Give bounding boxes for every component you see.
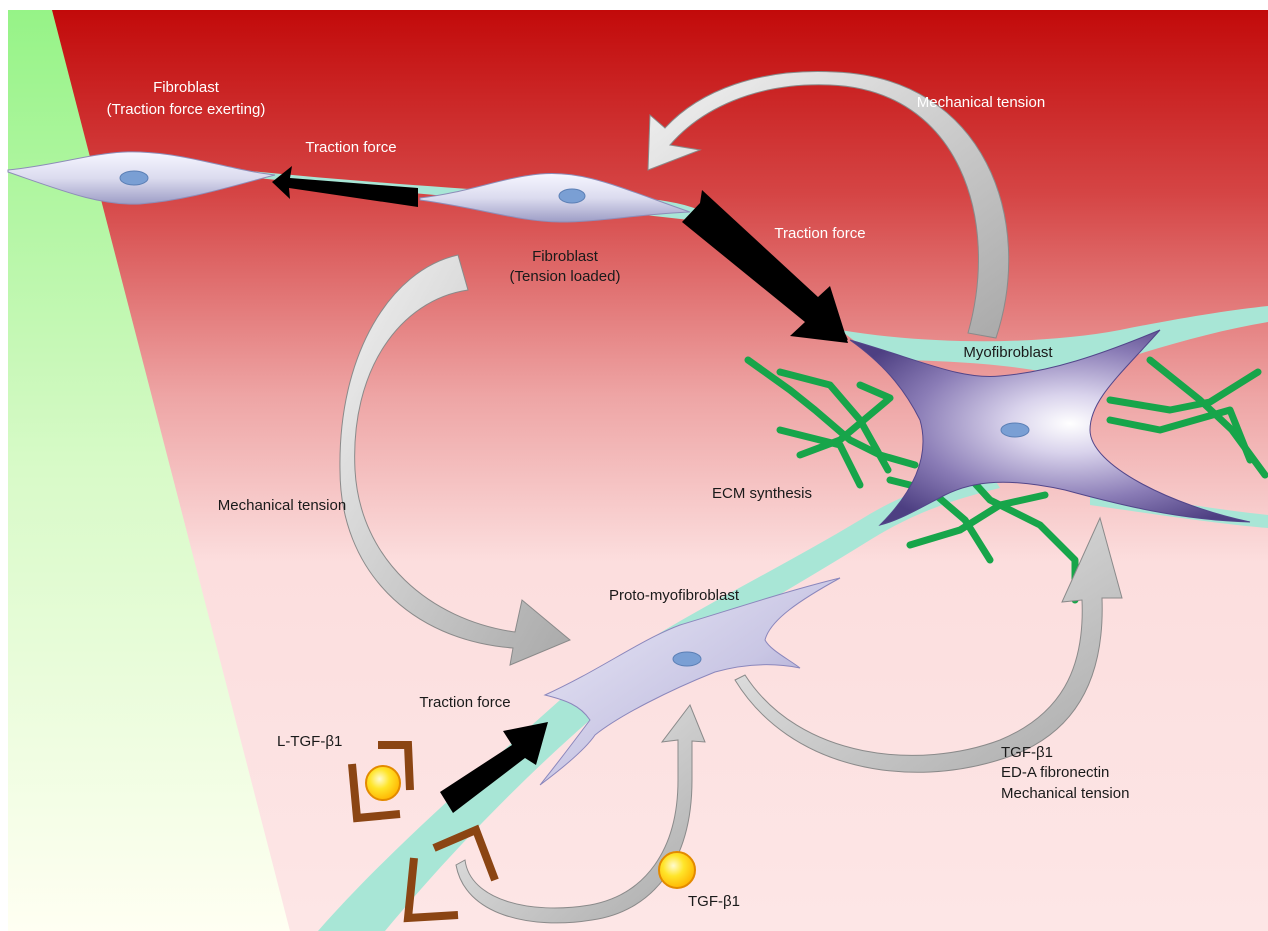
latent-tgf-label: L-TGF-β1 (277, 733, 342, 750)
mechanical-tension-label-top: Mechanical tension (917, 94, 1045, 111)
traction-force-label-bottom: Traction force (419, 694, 510, 711)
nucleus (120, 171, 148, 185)
nucleus (1001, 423, 1029, 437)
traction-force-label-right: Traction force (774, 225, 865, 242)
factor-label-tension: Mechanical tension (1001, 785, 1129, 802)
factor-label-fibronectin: ED-A fibronectin (1001, 764, 1109, 781)
mechanical-tension-label-left: Mechanical tension (218, 497, 346, 514)
nucleus (673, 652, 701, 666)
factor-label-tgf: TGF-β1 (1001, 744, 1053, 761)
active-tgf-ball (659, 852, 695, 888)
fibroblast-loaded-label: Fibroblast (532, 248, 599, 265)
myofibroblast-label: Myofibroblast (963, 344, 1053, 361)
proto-myofibroblast-label: Proto-myofibroblast (609, 587, 740, 604)
ecm-synthesis-label: ECM synthesis (712, 485, 812, 502)
fibroblast-loaded-sublabel: (Tension loaded) (510, 268, 621, 285)
traction-force-label-top: Traction force (305, 139, 396, 156)
fibroblast-exerting-sublabel: (Traction force exerting) (107, 101, 266, 118)
nucleus (559, 189, 585, 203)
active-tgf-label: TGF-β1 (688, 893, 740, 910)
fibroblast-exerting-label: Fibroblast (153, 79, 220, 96)
latent-tgf-ball (366, 766, 400, 800)
